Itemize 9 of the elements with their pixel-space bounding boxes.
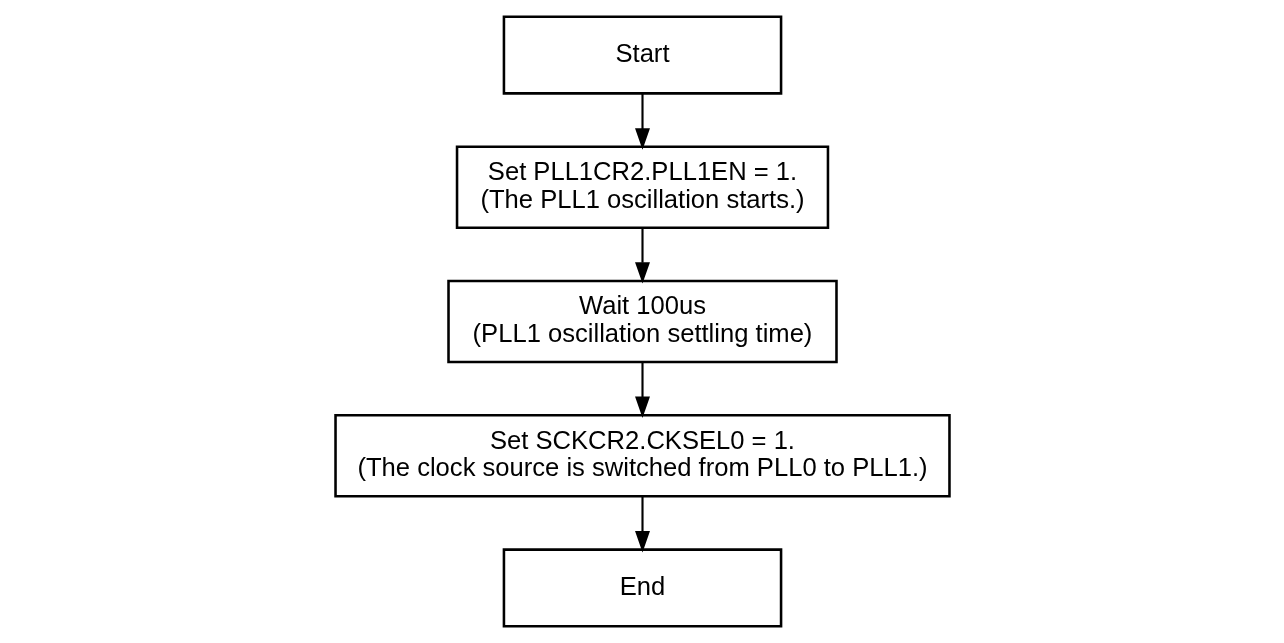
node-box: Set PLL1CR2.PLL1EN = 1. (The PLL1 oscillation starts.) xyxy=(455,145,829,229)
arrow xyxy=(634,228,650,284)
node-box: Start xyxy=(502,15,782,95)
arrow xyxy=(634,93,650,150)
node-box: End xyxy=(502,548,782,628)
node-box: Set SCKCR2.CKSEL0 = 1. (The clock source is switched from PLL0 to PLL1.) xyxy=(333,414,951,498)
arrow xyxy=(634,362,650,418)
arrow xyxy=(634,496,650,553)
node-box: Wait 100us (PLL1 oscillation settling time) xyxy=(446,279,838,364)
